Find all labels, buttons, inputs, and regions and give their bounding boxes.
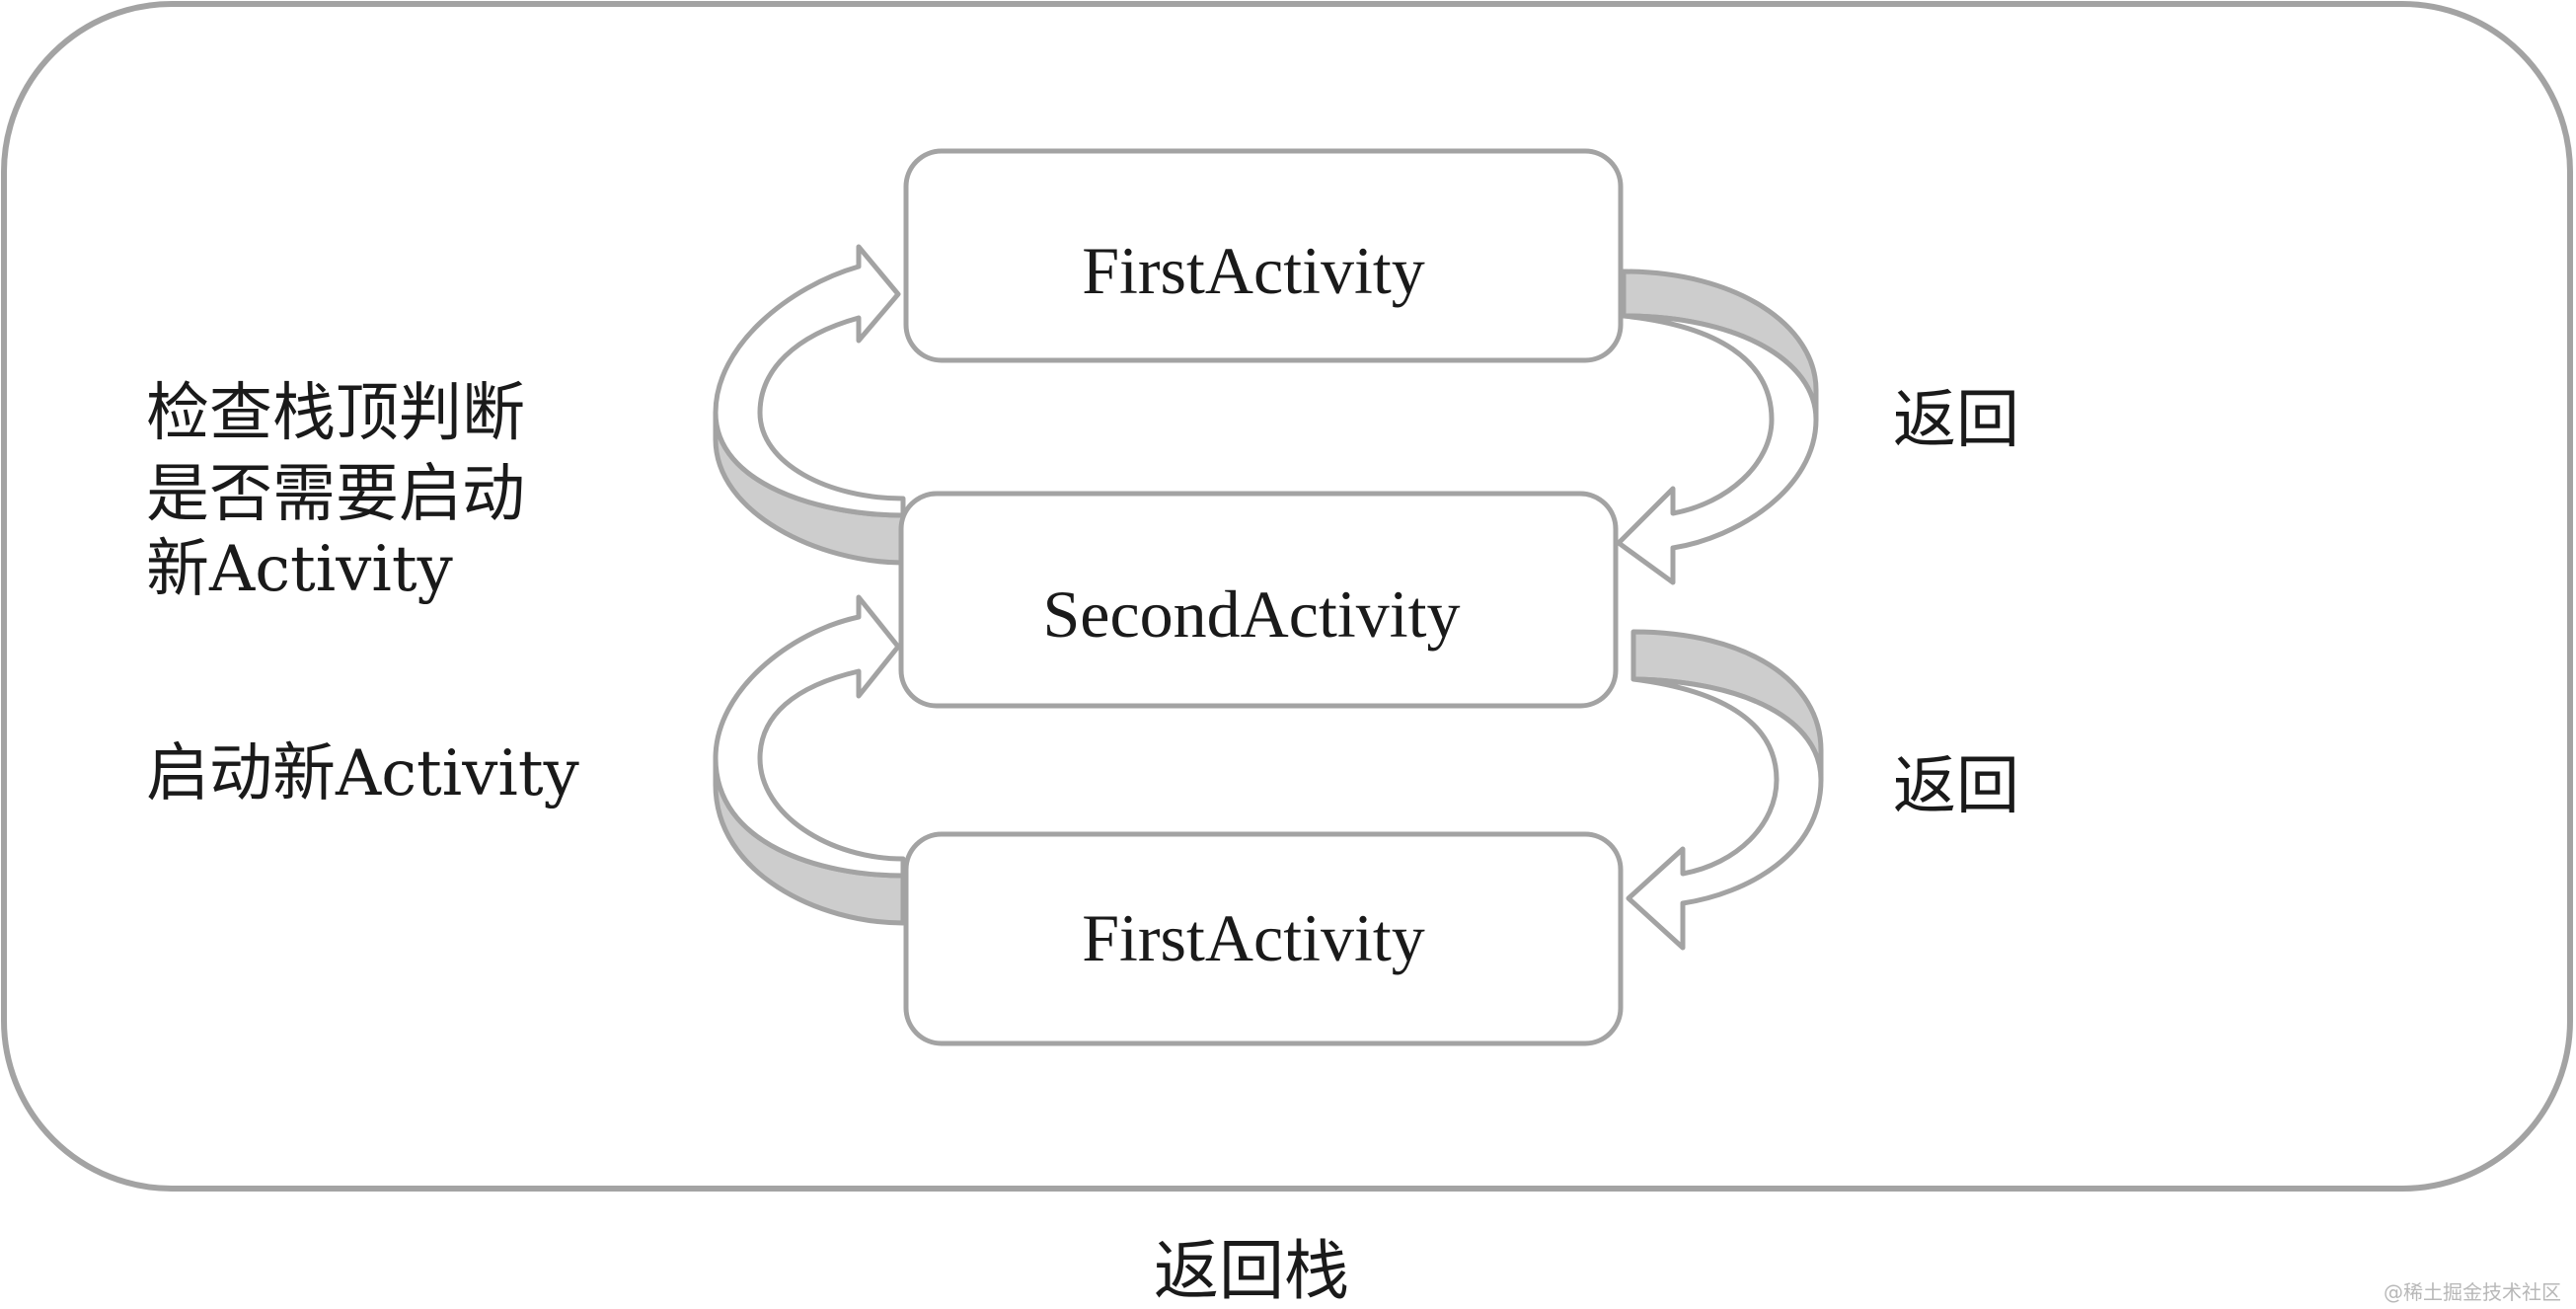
check-label-line: 是否需要启动 bbox=[146, 458, 525, 531]
activity-box-bottom: FirstActivity bbox=[903, 831, 1624, 1046]
check-label-line: 新Activity bbox=[146, 533, 453, 606]
activity-box-top: FirstActivity bbox=[903, 148, 1624, 363]
activity-label: FirstActivity bbox=[1082, 900, 1425, 975]
back-label-bottom: 返回 bbox=[1893, 750, 2019, 823]
activity-label: FirstActivity bbox=[1082, 233, 1425, 308]
check-label-line: 检查栈顶判断 bbox=[146, 377, 525, 450]
back-label-top: 返回 bbox=[1893, 384, 2019, 457]
upper-left-curved-arrow-icon bbox=[713, 244, 906, 566]
start-new-activity-label: 启动新Activity bbox=[146, 737, 579, 810]
back-stack-caption: 返回栈 bbox=[1154, 1233, 1349, 1309]
upper-right-back-arrow-icon bbox=[1616, 269, 1819, 585]
lower-left-curved-arrow-icon bbox=[713, 594, 906, 926]
lower-right-back-arrow-icon bbox=[1626, 629, 1824, 951]
activity-box-middle: SecondActivity bbox=[898, 491, 1619, 709]
watermark: @稀土掘金技术社区 bbox=[2384, 1280, 2561, 1304]
activity-label: SecondActivity bbox=[1042, 577, 1460, 652]
check-stack-top-label: 检查栈顶判断 是否需要启动 新Activity bbox=[146, 377, 525, 606]
